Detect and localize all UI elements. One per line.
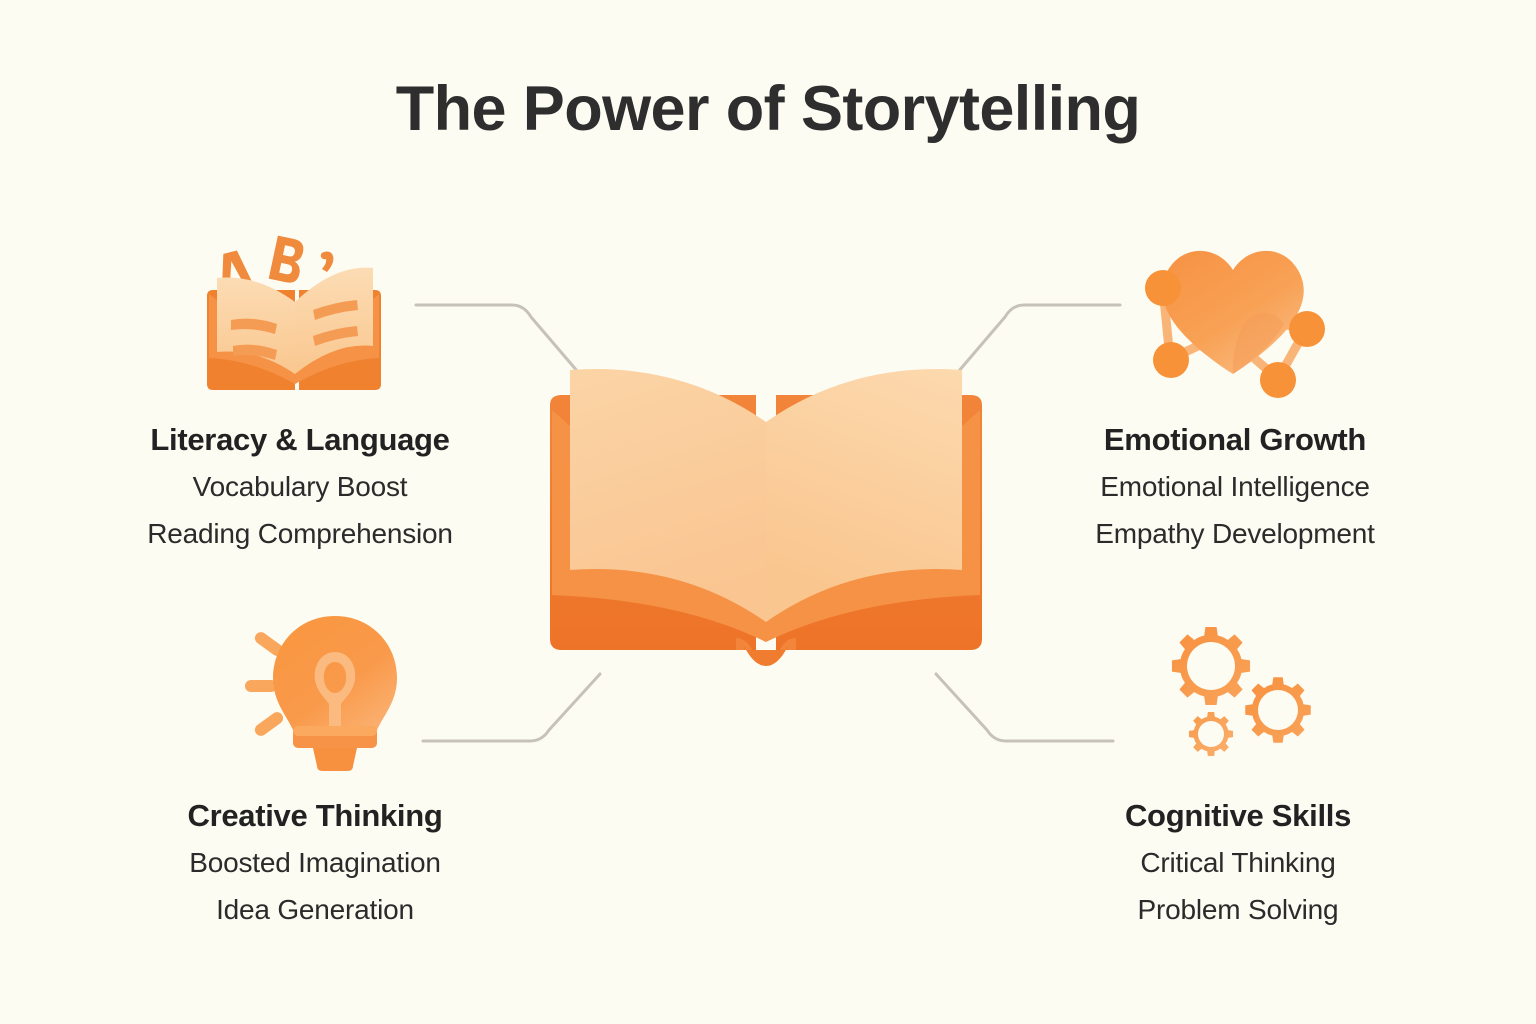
network-node-2 <box>1152 342 1189 378</box>
quadrant-emotional: Emotional Growth Emotional Intelligence … <box>1020 224 1450 548</box>
quadrant-literacy-item-1: Vocabulary Boost <box>192 471 408 503</box>
quadrant-cognitive-heading: Cognitive Skills <box>1124 798 1352 833</box>
lightbulb-rays <box>244 632 283 736</box>
gears-icon <box>1171 626 1311 757</box>
letter-b <box>268 235 304 283</box>
lightbulb-icon <box>244 616 397 771</box>
quadrant-literacy-items: Vocabulary Boost Reading Comprehension <box>85 473 515 548</box>
lightbulb-icon-wrap <box>100 598 530 773</box>
lightbulb-base-foot <box>312 748 357 771</box>
page-title: The Power of Storytelling <box>395 74 1141 144</box>
quadrant-emotional-item-1: Emotional Intelligence <box>1100 471 1370 503</box>
book-spine-shadow <box>744 646 788 666</box>
quadrant-literacy-heading: Literacy & Language <box>150 422 450 457</box>
quadrant-emotional-items: Emotional Intelligence Empathy Developme… <box>1020 473 1450 548</box>
book-page-right <box>766 369 962 622</box>
quadrant-cognitive-items: Critical Thinking Problem Solving <box>1023 849 1453 924</box>
quadrant-creative-items: Boosted Imagination Idea Generation <box>100 849 530 924</box>
network-node-3 <box>1288 311 1325 347</box>
quadrant-creative-item-1: Boosted Imagination <box>189 847 441 879</box>
lightbulb-base-ring <box>292 726 377 736</box>
lightbulb-glass <box>272 616 397 730</box>
lightbulb-ray-2 <box>244 680 277 692</box>
quadrant-cognitive-item-2: Problem Solving <box>1137 893 1339 925</box>
abc-book-page-right <box>295 267 373 374</box>
lightbulb-ray-3 <box>254 712 283 736</box>
gear-small-hole <box>1197 721 1224 747</box>
quadrant-creative-item-2: Idea Generation <box>216 893 414 925</box>
gears-icon-wrap <box>1023 598 1453 773</box>
network-nodes <box>1144 270 1325 398</box>
quadrant-creative: Creative Thinking Boosted Imagination Id… <box>100 598 530 924</box>
gear-large-hole <box>1186 642 1235 690</box>
gear-medium-hole <box>1257 690 1298 730</box>
abc-open-book-icon-wrap <box>85 224 515 399</box>
abc-book-text-lines <box>231 300 358 360</box>
open-book-illustration <box>530 350 1002 672</box>
heart-inner-shadow <box>1232 312 1284 374</box>
network-node-1 <box>1144 270 1181 306</box>
quadrant-literacy: Literacy & Language Vocabulary Boost Rea… <box>85 224 515 548</box>
book-page-left <box>570 369 766 622</box>
lightbulb-ray-1 <box>254 632 283 656</box>
letter-comma <box>320 251 334 272</box>
quadrant-creative-heading: Creative Thinking <box>187 798 443 833</box>
heart-network-icon <box>1144 250 1325 398</box>
quadrant-emotional-heading: Emotional Growth <box>1103 422 1367 457</box>
lightbulb-filament <box>314 652 355 730</box>
heart-network-icon-wrap <box>1020 224 1450 399</box>
quadrant-cognitive-item-1: Critical Thinking <box>1140 847 1336 879</box>
quadrant-cognitive: Cognitive Skills Critical Thinking Probl… <box>1023 598 1453 924</box>
network-node-4 <box>1259 362 1296 398</box>
quadrant-emotional-item-2: Empathy Development <box>1095 517 1375 549</box>
abc-open-book-icon <box>207 235 381 390</box>
quadrant-literacy-item-2: Reading Comprehension <box>147 517 453 549</box>
